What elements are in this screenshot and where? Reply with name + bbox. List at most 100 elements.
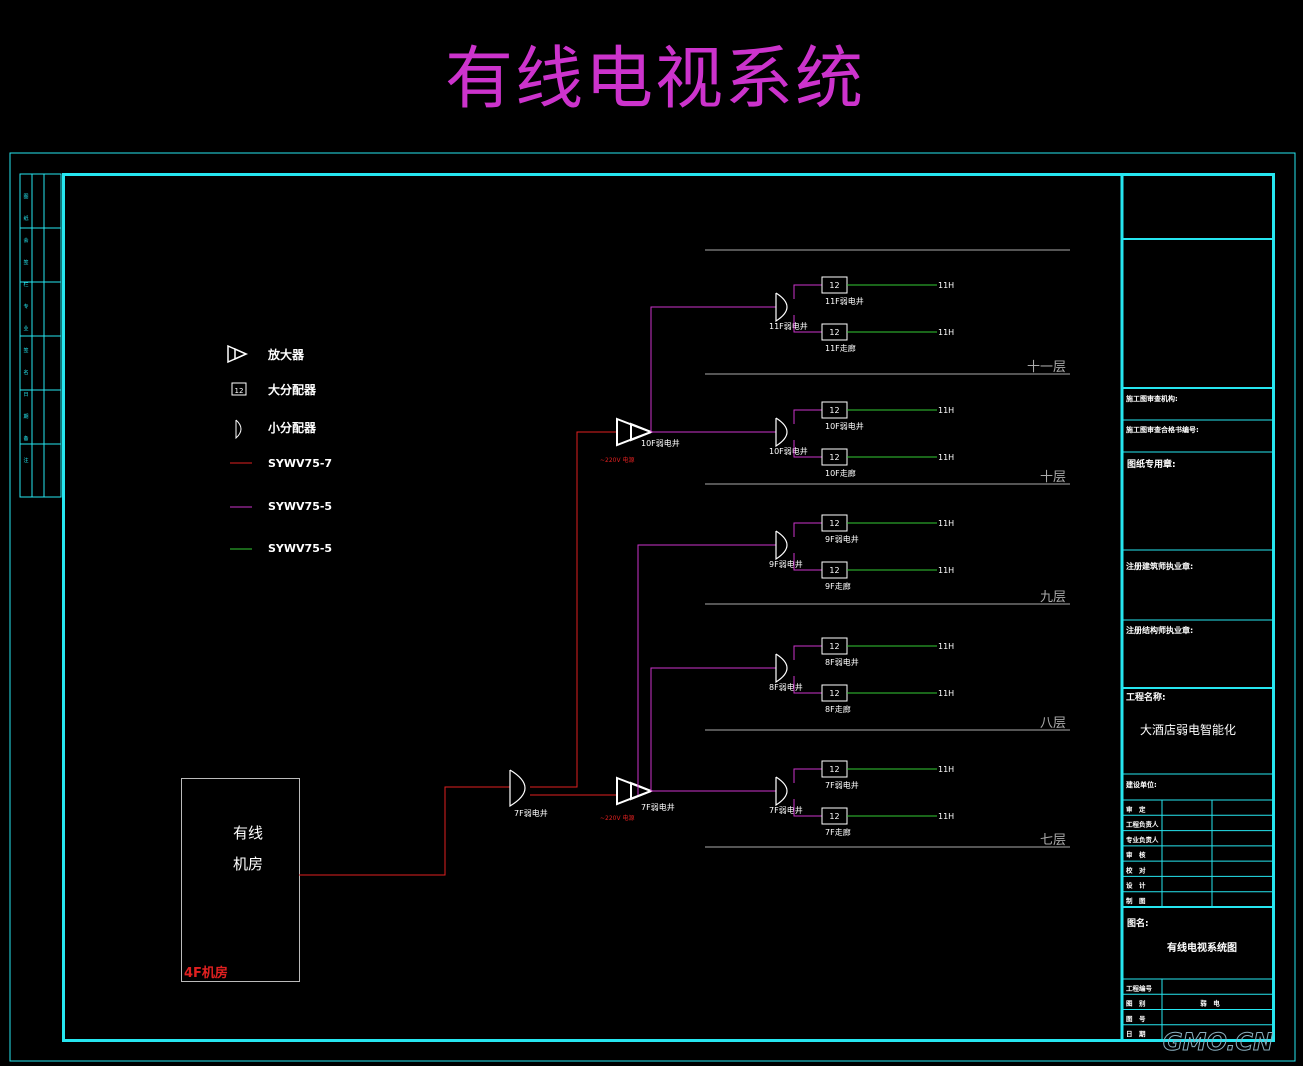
amplifier-10f-label: 10F弱电井 bbox=[641, 438, 680, 448]
strip-char: 期 bbox=[23, 414, 28, 420]
big-splitter-mark: 12 bbox=[829, 328, 839, 337]
legend-small-splitter-icon bbox=[235, 419, 242, 440]
tb-project-name: 大酒店弱电智能化 bbox=[1140, 722, 1236, 737]
big-splitter-label: 10F弱电井 bbox=[825, 421, 864, 431]
drop-end-label: 11H bbox=[938, 812, 954, 821]
strip-char: 注 bbox=[23, 457, 28, 464]
amplifier-10f-note: ~220V 电源 bbox=[600, 456, 635, 464]
tb-role: 设 计 bbox=[1126, 881, 1146, 890]
branch-cable bbox=[793, 315, 822, 333]
strip-char: 栏 bbox=[23, 281, 28, 288]
amplifier-7f-note: ~220V 电源 bbox=[600, 814, 635, 822]
drop-end-label: 11H bbox=[938, 519, 954, 528]
trunk-cables bbox=[299, 431, 618, 876]
tb-bottom-label: 图 号 bbox=[1126, 1014, 1146, 1023]
floor-name: 十层 bbox=[1040, 470, 1066, 485]
tb-role: 专业负责人 bbox=[1126, 835, 1159, 844]
legend-big-splitter-label: 大分配器 bbox=[268, 382, 317, 397]
branch-cable bbox=[793, 440, 822, 458]
big-splitter-label: 9F弱电井 bbox=[825, 534, 859, 544]
small-splitter-label: 9F弱电井 bbox=[769, 559, 803, 569]
small-splitter-label: 7F弱电井 bbox=[769, 805, 803, 815]
big-splitter-label: 8F弱电井 bbox=[825, 657, 859, 667]
drop-end-label: 11H bbox=[938, 453, 954, 462]
small-splitter-label: 11F弱电井 bbox=[769, 321, 808, 331]
legend-big-splitter-mark: 12 bbox=[235, 387, 244, 395]
big-splitter-label: 9F走廊 bbox=[825, 581, 851, 591]
tb-role: 校 对 bbox=[1126, 865, 1146, 874]
drop-end-label: 11H bbox=[938, 566, 954, 575]
big-splitter-mark: 12 bbox=[829, 566, 839, 575]
big-splitter-mark: 12 bbox=[829, 812, 839, 821]
branch-cable bbox=[793, 799, 822, 817]
legend: 放大器 12 大分配器 小分配器 SYWV75-7 SYWV75-5 SYWV7… bbox=[227, 344, 332, 555]
big-splitter-label: 7F弱电井 bbox=[825, 780, 859, 790]
tb-review-unit: 施工图审查机构: bbox=[1126, 394, 1178, 403]
strip-char: 签 bbox=[23, 259, 28, 266]
strip-char: 专 bbox=[23, 303, 28, 310]
floor-3: 9F弱电井 12 9F弱电井 11H 12 9F走廊 11H 九层 bbox=[705, 514, 1070, 605]
tb-drawing-seal: 图纸专用章: bbox=[1127, 458, 1176, 470]
big-splitter-mark: 12 bbox=[829, 519, 839, 528]
tb-arch-seal: 注册建筑师执业章: bbox=[1126, 561, 1193, 571]
floor-name: 十一层 bbox=[1027, 360, 1066, 375]
main-splitter-label: 7F弱电井 bbox=[514, 808, 548, 818]
tb-bottom-label: 图 别 bbox=[1126, 999, 1146, 1008]
big-splitter-label: 8F走廊 bbox=[825, 704, 851, 714]
outer-frame bbox=[9, 152, 1296, 1062]
small-splitter bbox=[775, 292, 788, 323]
watermark: GMO.CN bbox=[1163, 1028, 1273, 1056]
amplifier-7f-label: 7F弱电井 bbox=[641, 802, 675, 812]
branch-cable bbox=[793, 409, 822, 424]
drop-end-label: 11H bbox=[938, 328, 954, 337]
main-splitter: 7F弱电井 bbox=[509, 769, 548, 818]
small-splitter bbox=[775, 530, 788, 561]
tb-bottom-label: 日 期 bbox=[1126, 1029, 1146, 1038]
big-splitter-mark: 12 bbox=[829, 689, 839, 698]
strip-char: 会 bbox=[23, 237, 28, 244]
tb-bottom-label: 工程编号 bbox=[1126, 983, 1153, 992]
small-splitter bbox=[775, 417, 788, 448]
strip-char: 备 bbox=[23, 435, 28, 442]
big-splitter-mark: 12 bbox=[829, 406, 839, 415]
legend-amplifier-icon bbox=[227, 344, 248, 364]
branch-cable bbox=[793, 768, 822, 783]
tb-project-field: 工程名称: bbox=[1126, 691, 1166, 703]
small-splitter bbox=[775, 653, 788, 684]
tb-review-no: 施工图审查合格书编号: bbox=[1126, 425, 1199, 434]
drop-end-label: 11H bbox=[938, 689, 954, 698]
strip-char: 纸 bbox=[23, 215, 28, 222]
big-splitter-mark: 12 bbox=[829, 281, 839, 290]
drawing-title: 有线电视系统 bbox=[445, 40, 865, 119]
amplifier-10f: 10F弱电井 ~220V 电源 bbox=[600, 417, 680, 464]
drop-end-label: 11H bbox=[938, 281, 954, 290]
big-splitter-label: 10F走廊 bbox=[825, 468, 856, 478]
tb-role: 审 定 bbox=[1126, 804, 1146, 813]
amplifier-7f: 7F弱电井 ~220V 电源 bbox=[600, 776, 675, 822]
legend-amplifier-label: 放大器 bbox=[267, 347, 305, 362]
drop-end-label: 11H bbox=[938, 642, 954, 651]
tb-drawing-name-field: 图名: bbox=[1127, 917, 1149, 929]
branch-cable bbox=[793, 676, 822, 694]
branch-cable bbox=[793, 553, 822, 571]
floor-name: 九层 bbox=[1040, 590, 1066, 605]
drop-end-label: 11H bbox=[938, 765, 954, 774]
tb-struct-seal: 注册结构师执业章: bbox=[1126, 625, 1193, 635]
big-splitter-label: 11F走廊 bbox=[825, 343, 856, 353]
small-splitter-label: 8F弱电井 bbox=[769, 682, 803, 692]
strip-char: 名 bbox=[23, 369, 28, 376]
drop-end-label: 11H bbox=[938, 406, 954, 415]
floor-name: 七层 bbox=[1040, 833, 1066, 848]
legend-purple-label: SYWV75-5 bbox=[268, 500, 332, 513]
strip-char: 日 bbox=[23, 392, 28, 398]
title-block-text: 施工图审查机构: 施工图审查合格书编号: 图纸专用章: 注册建筑师执业章: 注册… bbox=[1123, 394, 1273, 1038]
inner-frame bbox=[62, 173, 1275, 1042]
small-splitter bbox=[775, 776, 788, 807]
legend-red-label: SYWV75-7 bbox=[268, 457, 332, 470]
tb-drawing-name: 有线电视系统图 bbox=[1167, 941, 1237, 954]
control-room: 有线 机房 4F机房 bbox=[181, 778, 300, 982]
